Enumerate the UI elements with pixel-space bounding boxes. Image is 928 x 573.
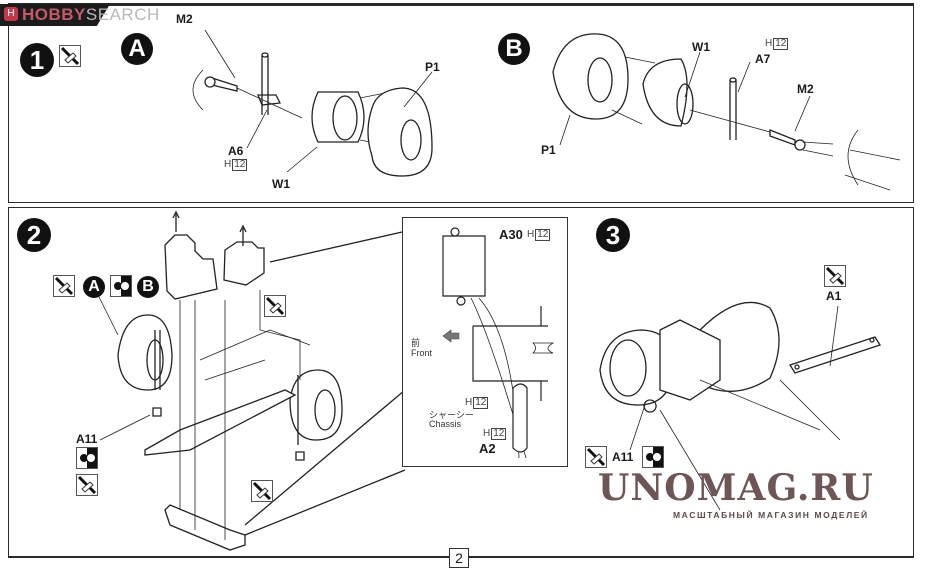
label-m2-b: M2 (797, 82, 814, 96)
label-m2-a: M2 (176, 12, 193, 26)
paint-code: 12 (773, 38, 789, 50)
cut-from-sprue-icon (53, 275, 75, 297)
step-1-panel (8, 3, 914, 203)
chassis-label-jp: シャーシー (429, 410, 474, 420)
part-label-a2: A2 (479, 441, 496, 456)
logo-mark-icon: H (4, 7, 18, 21)
cut-from-sprue-icon (264, 295, 286, 317)
paint-prefix: H (765, 38, 773, 49)
cut-from-sprue-icon (585, 446, 607, 468)
subassembly-b-badge: B (137, 276, 159, 298)
step-2-3-panel (8, 207, 914, 557)
paint-prefix: H (483, 428, 491, 439)
watermark-subtitle: МАСШТАБНЫЙ МАГАЗИН МОДЕЛЕЙ (673, 510, 869, 520)
subassembly-a-badge: A (83, 276, 105, 298)
hobbysearch-logo[interactable]: H HOBBYSEARCH (0, 4, 159, 26)
cut-from-sprue-icon (251, 480, 273, 502)
logo-text: HOBBYSEARCH (22, 5, 160, 25)
paint-code: 12 (491, 428, 507, 440)
label-a7: A7 (755, 52, 771, 66)
front-label-en: Front (411, 348, 433, 358)
glue-icon (76, 447, 98, 469)
subassembly-a-badge: A (121, 33, 153, 65)
step-2-badge: 2 (17, 218, 51, 252)
cut-from-sprue-icon (824, 265, 846, 287)
label-a1: A1 (826, 289, 842, 303)
paint-code: 12 (473, 397, 489, 409)
watermark-title: UNOMAG.RU (598, 467, 874, 509)
label-a11: A11 (76, 432, 98, 446)
paint-code: 12 (232, 159, 248, 171)
paint-prefix: H (527, 229, 535, 240)
front-label-jp: 前 (411, 338, 421, 348)
logo-brand: HOBBY (22, 5, 86, 24)
subassembly-b-badge: B (498, 33, 530, 65)
page-number: 2 (449, 548, 469, 568)
label-a6: A6 (228, 144, 244, 158)
label-w1-b: W1 (692, 40, 710, 54)
part-label-a30: A30 (499, 227, 523, 242)
step-1-badge: 1 (20, 43, 54, 77)
glue-icon (642, 446, 664, 468)
inset-drawing (442, 227, 555, 459)
label-p1-b: P1 (541, 143, 556, 157)
cut-from-sprue-icon (59, 45, 81, 67)
glue-icon (110, 275, 132, 297)
chassis-label-en: Chassis (429, 419, 462, 429)
label-w1-a: W1 (272, 177, 290, 191)
cut-from-sprue-icon (76, 474, 98, 496)
paint-prefix: H (224, 159, 232, 170)
paint-code: 12 (535, 229, 551, 241)
logo-rest: SEARCH (85, 5, 160, 24)
label-a11-step3: A11 (612, 450, 634, 464)
step-3-badge: 3 (596, 218, 630, 252)
paint-prefix: H (465, 397, 473, 408)
label-p1-a: P1 (425, 60, 440, 74)
logo-background (0, 4, 110, 26)
